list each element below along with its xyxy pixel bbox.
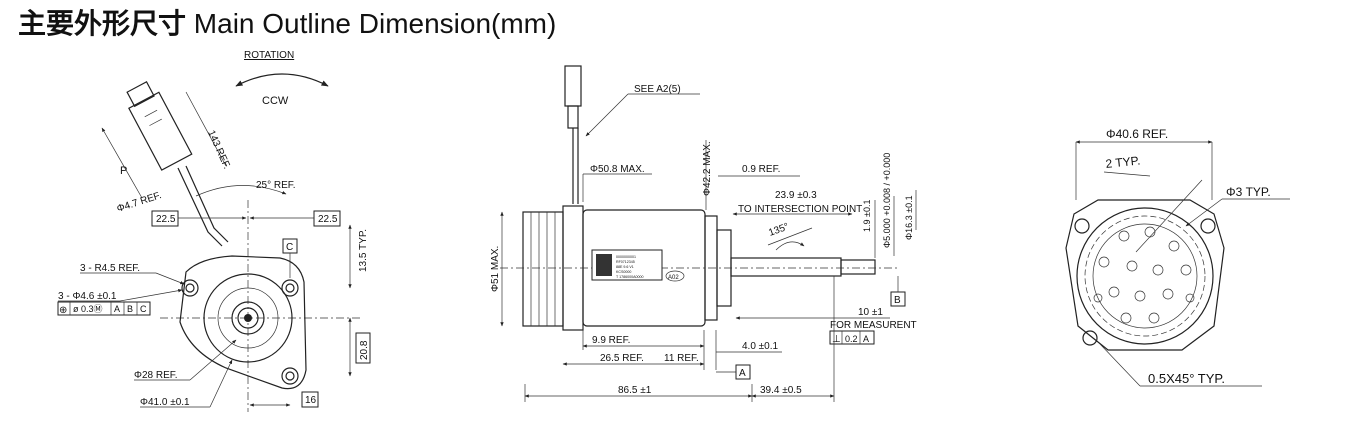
rotation-arrow (235, 73, 329, 87)
chamfer-label: 0.5X45° TYP. (1148, 371, 1225, 386)
page-title: 主要外形尺寸 Main Outline Dimension(mm) (18, 4, 556, 44)
dim-225-right: 22.5 (318, 214, 338, 225)
connector-housing (126, 81, 193, 171)
back-flange (1065, 199, 1225, 351)
for-measurent-label: FOR MEASURENT (830, 320, 917, 331)
title-chinese: 主要外形尺寸 (18, 7, 187, 40)
box-16 (301, 391, 319, 408)
length-143-label: 143 REF. (205, 129, 232, 171)
dim-40-label: 4.0 ±0.1 (742, 341, 779, 352)
ccw-label: CCW (262, 95, 289, 107)
shaft-end (244, 314, 252, 322)
p-arrow (101, 127, 143, 199)
motor-shaft (730, 257, 842, 277)
dia-5000-label: Φ5.000 +0.008 / +0.000 (882, 153, 892, 248)
title-english: Main Outline Dimension(mm) (193, 8, 557, 39)
dia-406-label: Φ40.6 REF. (1106, 127, 1168, 141)
dim-99-label: 9.9 REF. (592, 335, 630, 346)
datum-c: C (286, 242, 293, 253)
dia-3-label: Φ3 TYP. (1226, 185, 1271, 199)
dim-11-label: 11 REF. (664, 353, 699, 364)
p-label: P (120, 165, 127, 177)
dim-10-label: 10 ±1 (858, 307, 883, 318)
r45-label: 3 - R4.5 REF. (80, 263, 140, 274)
rotation-label: ROTATION (244, 50, 294, 61)
dim-135-label: 13.5 TYP. (358, 229, 369, 272)
dia-163-label: Φ16.3 ±0.1 (904, 195, 914, 240)
flange-outline (179, 255, 307, 390)
back-inner-holes (1093, 226, 1195, 324)
box-225-left (151, 210, 179, 227)
typ-2-label: 2 TYP. (1105, 153, 1141, 171)
motor-endcap (522, 211, 564, 327)
perpendicularity-frame: ⊥ 0.2 A (829, 330, 875, 345)
dia-41-label: Φ41.0 ±0.1 (140, 397, 190, 408)
tol-datum-a: A (114, 304, 120, 314)
dia-422-label: Φ42.2 MAX. (702, 141, 713, 196)
tol-datum-c: C (140, 304, 147, 314)
label-line-1: 0000000001 (616, 255, 636, 259)
housing-circle (203, 273, 293, 363)
dim-19-label: 1.9 ±0.1 (862, 200, 872, 232)
tol-datum-b: B (127, 304, 133, 314)
qr-code (596, 254, 612, 276)
box-225-right (313, 210, 341, 227)
dim-225-left: 22.5 (156, 214, 176, 225)
label-line-2: RF0712345 (616, 260, 635, 264)
dim-208-label: 20.8 (359, 340, 370, 360)
side-view: SEE A2(5) Φ50.8 MAX. Φ42.2 MAX. 0.9 REF.… (490, 65, 917, 402)
dim-16-label: 16 (305, 395, 317, 406)
back-view: Φ40.6 REF. 2 TYP. Φ3 TYP. 0.5X45° TYP. (1065, 127, 1290, 387)
angle-25-label: 25° REF. (256, 180, 296, 191)
dim-265-label: 26.5 REF. (600, 353, 644, 364)
length-143-line (185, 91, 227, 167)
front-view: ROTATION CCW P 143 REF. Φ4.7 REF. 25° RE… (57, 50, 371, 412)
hub-circle (231, 301, 265, 335)
perp-value: 0.2 (845, 334, 858, 344)
see-a2-label: SEE A2(5) (634, 84, 681, 95)
label-line-5: T 1786000A0000 (616, 275, 644, 279)
holes-label: 3 - Φ4.6 ±0.1 (58, 291, 117, 302)
back-hole-3 (1082, 330, 1098, 346)
tol-value: ø 0.3Ⓜ (73, 304, 103, 314)
datum-a-box (735, 364, 751, 380)
perp-datum: A (863, 334, 869, 344)
back-hole-1 (1074, 218, 1090, 234)
dim-865-label: 86.5 ±1 (618, 385, 652, 396)
tol-position-symbol: ⊕ (59, 305, 67, 316)
dia-508-label: Φ50.8 MAX. (590, 164, 645, 175)
dim-09-label: 0.9 REF. (742, 164, 780, 175)
label-line-4: KCS0000 (616, 270, 631, 274)
dia-51-label: Φ51 MAX. (490, 246, 501, 292)
to-intersection-label: TO INTERSECTION POINT (738, 204, 862, 215)
back-vent-ring (1084, 215, 1206, 337)
mount-hole-2 (281, 279, 299, 297)
angle-135-label: 135° (767, 221, 790, 238)
dim-394-label: 39.4 ±0.5 (760, 385, 802, 396)
position-tolerance-frame: ⊕ ø 0.3Ⓜ A B C (57, 301, 151, 316)
label-line-3: 88E 9.6 V1 (616, 265, 634, 269)
side-connector (564, 65, 582, 107)
label-tag: A02 (668, 275, 679, 281)
perp-symbol: ⊥ (832, 334, 841, 345)
mount-hole-3 (281, 367, 299, 385)
angle-arc (195, 185, 287, 197)
back-hole-2 (1200, 218, 1216, 234)
back-outer-circle (1076, 207, 1214, 345)
datum-a: A (739, 368, 746, 379)
box-208 (355, 332, 371, 364)
wire-lead (177, 165, 229, 247)
datum-b: B (894, 295, 901, 306)
dia-28-label: Φ28 REF. (134, 370, 178, 381)
mount-hole-1 (181, 279, 199, 297)
dim-239-label: 23.9 ±0.3 (775, 190, 817, 201)
